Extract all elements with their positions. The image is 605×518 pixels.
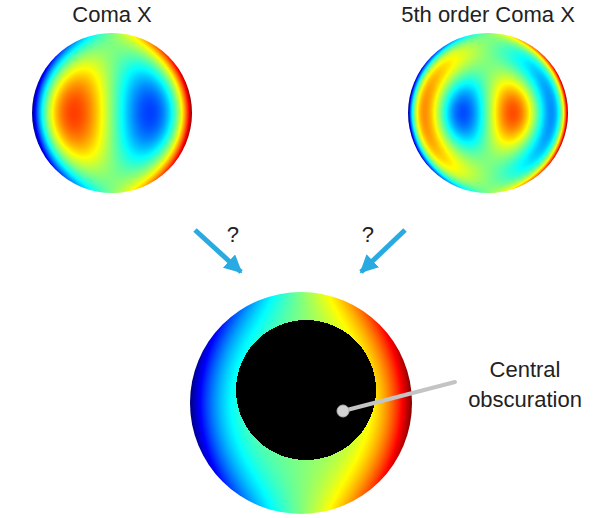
- edge-label: ?: [224, 223, 242, 247]
- wavefront-colormap: [190, 292, 412, 514]
- wavefront-colormap: [408, 33, 568, 193]
- wavefront-picture: [32, 33, 192, 193]
- map-title: Coma X: [72, 2, 151, 28]
- edge-label: ?: [359, 223, 377, 247]
- callout-label: Central obscuration: [460, 355, 590, 415]
- wavefront-picture: [408, 33, 568, 193]
- wavefront-colormap: [32, 33, 192, 193]
- map-title: 5th order Coma X: [401, 2, 575, 28]
- wavefront-map: Coma X: [32, 33, 192, 193]
- leader-dot: [337, 405, 349, 417]
- wavefront-map: 5th order Coma X: [408, 33, 568, 193]
